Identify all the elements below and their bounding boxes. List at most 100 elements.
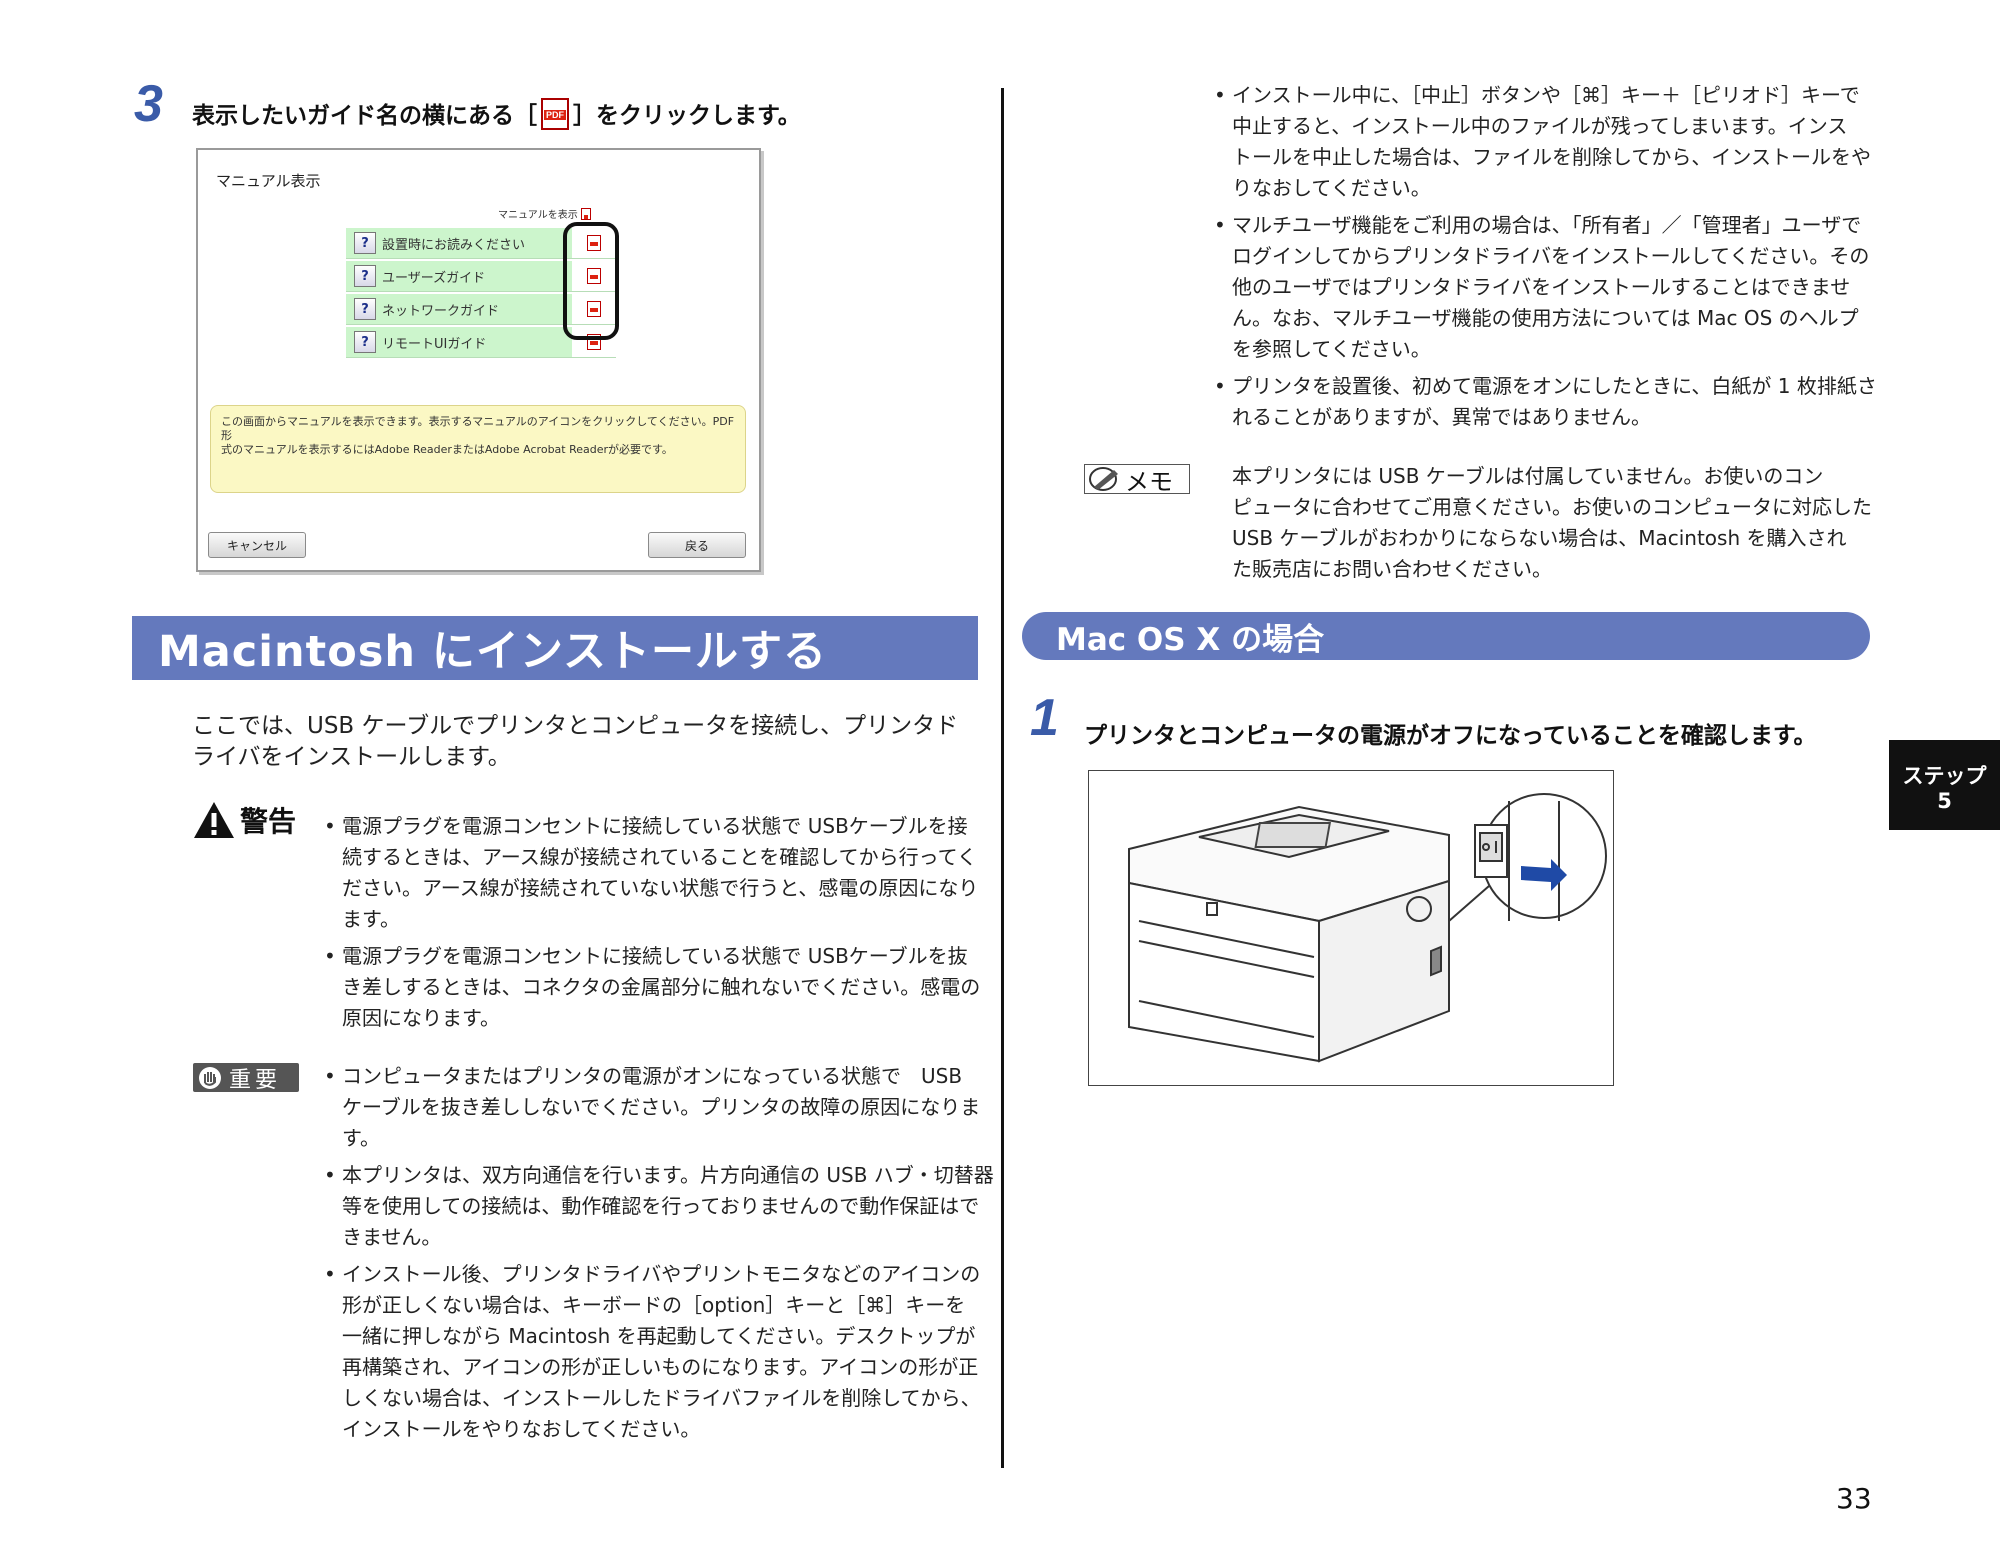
- list-item: 電源プラグを電源コンセントに接続している状態で USBケーブルを抜 き差しすると…: [324, 941, 994, 1034]
- chapter-tab-number: 5: [1937, 789, 1952, 813]
- help-book-icon: ?: [354, 331, 376, 353]
- pdf-open-button[interactable]: [572, 261, 616, 291]
- printer-illustration: [1088, 770, 1614, 1086]
- text-line: マルチユーザ機能をご利用の場合は、「所有者」／「管理者」ユーザで: [1232, 213, 1862, 237]
- text-line: USB ケーブルがおわかりにならない場合は、Macintosh を購入され: [1232, 526, 1847, 550]
- list-item: 電源プラグを電源コンセントに接続している状態で USBケーブルを接 続するときは…: [324, 811, 994, 935]
- text-line: インストール後、プリンタドライバやプリントモニタなどのアイコンの: [342, 1262, 981, 1286]
- text-line: インストールをやりなおしてください。: [342, 1417, 701, 1441]
- step-instruction: プリンタとコンピュータの電源がオフになっていることを確認します。: [1084, 723, 1817, 749]
- help-book-icon: ?: [354, 232, 376, 254]
- text-line: プリンタを設置後、初めて電源をオンにしたときに、白紙が 1 枚排紙さ: [1232, 374, 1877, 398]
- list-item: インストール後、プリンタドライバやプリントモニタなどのアイコンの 形が正しくない…: [324, 1259, 994, 1445]
- step-number: 3: [134, 75, 163, 133]
- intro-paragraph: ここでは、USB ケーブルでプリンタとコンピュータを接続し、プリンタド ライバを…: [192, 711, 982, 773]
- dialog-note-line: 式のマニュアルを表示するにはAdobe ReaderまたはAdobe Acrob…: [221, 443, 673, 456]
- text-line: 一緒に押しながら Macintosh を再起動してください。デスクトップが: [342, 1324, 976, 1348]
- text-line: た販売店にお問い合わせください。: [1232, 557, 1552, 581]
- text-line: ます。: [342, 907, 400, 931]
- text-line: ピュータに合わせてご用意ください。お使いのコンピュータに対応した: [1232, 495, 1872, 519]
- text-line: 続するときは、アース線が接続されていることを確認してから行ってく: [342, 845, 977, 869]
- text-line: 等を使用しての接続は、動作確認を行っておりませんので動作保証はで: [342, 1194, 980, 1218]
- hand-icon: [199, 1066, 221, 1089]
- pdf-icon: PDF: [541, 97, 569, 136]
- text-line: ケーブルを抜き差ししないでください。プリンタの故障の原因になりま: [342, 1095, 981, 1119]
- text-line: 電源プラグを電源コンセントに接続している状態で USBケーブルを接: [342, 814, 968, 838]
- text-line: 電源プラグを電源コンセントに接続している状態で USBケーブルを抜: [342, 944, 968, 968]
- manual-label: 設置時にお読みください: [382, 237, 526, 253]
- step-instruction: 表示したいガイド名の横にある［PDF］をクリックします。: [192, 96, 801, 136]
- warning-label: 警告: [192, 800, 296, 840]
- text-line: 原因になります。: [342, 1006, 500, 1030]
- warning-label-text: 警告: [240, 805, 297, 838]
- warning-icon: [194, 802, 234, 838]
- text-line: 本プリンタは、双方向通信を行います。片方向通信の USB ハブ・切替器: [342, 1163, 994, 1187]
- back-button[interactable]: 戻る: [648, 532, 746, 558]
- text-line: を参照してください。: [1232, 337, 1431, 361]
- intro-line: ライバをインストールします。: [192, 744, 511, 770]
- text-line: コンピュータまたはプリンタの電源がオンになっている状態で USB: [342, 1064, 963, 1088]
- pdf-open-button[interactable]: [572, 228, 616, 258]
- manual-label: ユーザーズガイド: [382, 270, 486, 286]
- pdf-icon: [587, 268, 601, 284]
- text-line: トールを中止した場合は、ファイルを削除してから、インストールをや: [1232, 145, 1871, 169]
- pdf-icon: [587, 301, 601, 317]
- text-line: ログインしてからプリンタドライバをインストールしてください。その: [1232, 244, 1870, 268]
- list-item: ? ネットワークガイド: [346, 294, 616, 325]
- help-book-icon: ?: [354, 298, 376, 320]
- section-title-mac-os-x: Mac OS X の場合: [1022, 612, 1870, 660]
- manual-label: ネットワークガイド: [382, 303, 500, 319]
- text-line: しくない場合は、インストールしたドライバファイルを削除してから、: [342, 1386, 981, 1410]
- text-line: インストール中に、［中止］ボタンや［⌘］キー＋［ピリオド］キーで: [1232, 83, 1860, 107]
- text-line: ださい。アース線が接続されていない状態で行うと、感電の原因になり: [342, 876, 979, 900]
- memo-label-text: メモ: [1125, 467, 1173, 496]
- text-line: 再構築され、アイコンの形が正しいものになります。アイコンの形が正: [342, 1355, 979, 1379]
- manual-display-dialog: マニュアル表示 マニュアルを表示 ? 設置時にお読みください ? ユーザーズガイ…: [196, 148, 761, 572]
- dialog-title: マニュアル表示: [216, 172, 321, 190]
- highlight-callout: [563, 222, 619, 340]
- text-line: 形が正しくない場合は、キーボードの［option］キーと［⌘］キーを: [342, 1293, 966, 1317]
- list-item: 本プリンタは、双方向通信を行います。片方向通信の USB ハブ・切替器 等を使用…: [324, 1160, 994, 1253]
- pdf-icon: [587, 235, 601, 251]
- manual-list: ? 設置時にお読みください ? ユーザーズガイド ? ネットワークガイド ? リ…: [346, 228, 616, 360]
- list-item: ? リモートUIガイド: [346, 327, 616, 358]
- memo-text: 本プリンタには USB ケーブルは付属していません。お使いのコン ピュータに合わ…: [1232, 461, 1882, 585]
- list-item: コンピュータまたはプリンタの電源がオンになっている状態で USB ケーブルを抜き…: [324, 1061, 994, 1154]
- text-line: ん。なお、マルチユーザ機能の使用方法については Mac OS のヘルプ: [1232, 306, 1859, 330]
- column-divider: [1001, 88, 1004, 1468]
- manual-label: リモートUIガイド: [382, 336, 487, 352]
- text-line: 本プリンタには USB ケーブルは付属していません。お使いのコン: [1232, 464, 1824, 488]
- dialog-note: この画面からマニュアルを表示できます。表示するマニュアルのアイコンをクリックして…: [210, 405, 746, 493]
- important-label-text: 重要: [229, 1067, 282, 1093]
- warning-list: 電源プラグを電源コンセントに接続している状態で USBケーブルを接 続するときは…: [324, 811, 994, 1040]
- notes-list: インストール中に、［中止］ボタンや［⌘］キー＋［ピリオド］キーで 中止すると、イ…: [1214, 80, 1884, 439]
- text-line: き差しするときは、コネクタの金属部分に触れないでください。感電の: [342, 975, 981, 999]
- step-number: 1: [1030, 689, 1059, 747]
- page-number: 33: [1836, 1482, 1872, 1515]
- text-line: きません。: [342, 1225, 442, 1249]
- help-book-icon: ?: [354, 265, 376, 287]
- pencil-icon: [1089, 467, 1118, 491]
- chapter-tab: ステップ 5: [1889, 740, 2000, 830]
- important-list: コンピュータまたはプリンタの電源がオンになっている状態で USB ケーブルを抜き…: [324, 1061, 994, 1451]
- cancel-button[interactable]: キャンセル: [208, 532, 306, 558]
- step-text-after: ］をクリックします。: [573, 103, 801, 129]
- chapter-tab-label: ステップ: [1902, 764, 1987, 788]
- text-line: す。: [342, 1126, 380, 1150]
- pdf-icon: [580, 207, 591, 220]
- memo-label: メモ: [1084, 464, 1190, 496]
- text-line: 他のユーザではプリンタドライバをインストールすることはできませ: [1232, 275, 1851, 299]
- pdf-open-button[interactable]: [572, 294, 616, 324]
- text-line: りなおしてください。: [1232, 176, 1431, 200]
- intro-line: ここでは、USB ケーブルでプリンタとコンピュータを接続し、プリンタド: [192, 713, 959, 739]
- step-text-before: 表示したいガイド名の横にある［: [192, 103, 537, 129]
- arrow-icon: [1521, 859, 1567, 891]
- dialog-note-line: この画面からマニュアルを表示できます。表示するマニュアルのアイコンをクリックして…: [221, 415, 735, 442]
- section-title-macintosh: Macintosh にインストールする: [132, 616, 978, 680]
- printer-drawing: [1128, 793, 1607, 1063]
- column-header-label: マニュアルを表示: [498, 210, 578, 221]
- list-item: プリンタを設置後、初めて電源をオンにしたときに、白紙が 1 枚排紙さ れることが…: [1214, 371, 1884, 433]
- list-item: インストール中に、［中止］ボタンや［⌘］キー＋［ピリオド］キーで 中止すると、イ…: [1214, 80, 1884, 204]
- text-line: 中止すると、インストール中のファイルが残ってしまいます。インス: [1232, 114, 1848, 138]
- text-line: れることがありますが、異常ではありません。: [1232, 405, 1651, 429]
